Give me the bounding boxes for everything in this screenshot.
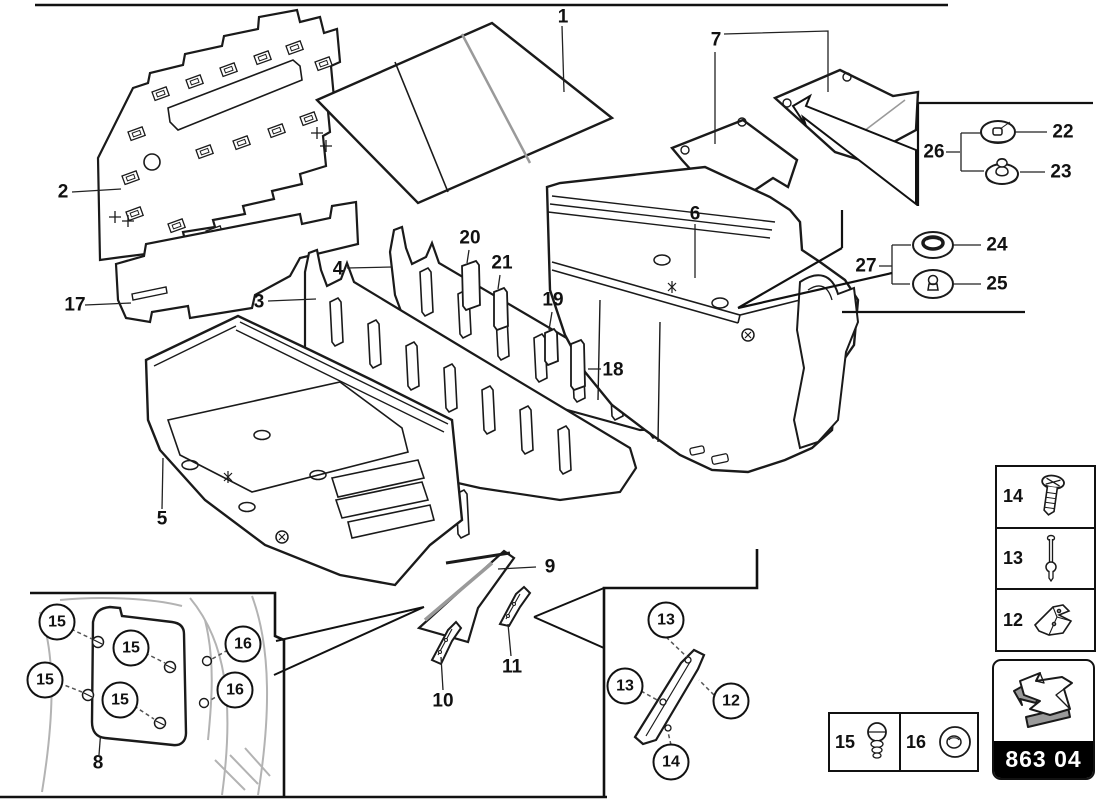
circled-callout-14: 14 [652,743,690,781]
pointer-wedges [273,93,917,676]
callout-19: 19 [542,289,564,311]
callout-6: 6 [689,203,701,225]
callout-22: 22 [1052,121,1074,143]
fastener-24-cap-nut-icon [912,231,954,259]
part-group-code: 863 04 [994,741,1093,778]
callout-11: 11 [501,656,523,678]
callout-25: 25 [986,273,1008,295]
grommet-icon [939,726,971,758]
pan-head-screw-icon [1041,474,1065,516]
callout-1: 1 [557,6,569,28]
fastener-23-pin-grommet-icon [985,158,1019,185]
legend-num-12: 12 [1003,609,1024,630]
legend-num-13: 13 [1003,548,1024,568]
circled-callout-16: 16 [224,625,262,663]
callout-18: 18 [602,359,624,381]
legend-num-14: 14 [1003,486,1024,507]
circled-callout-15: 15 [38,603,76,641]
fastener-legend-right: 14 13 12 [995,465,1096,652]
legend-num-15: 15 [835,731,856,752]
fastener-22-washer-cap-icon [980,120,1016,144]
callout-5: 5 [156,508,168,530]
dashed-leaders [640,636,715,746]
callout-26: 26 [923,141,945,163]
part-5-floor-insulation [144,314,464,587]
callout-21: 21 [491,252,513,274]
callout-24: 24 [986,234,1008,256]
mounting-bracket-icon [1034,604,1073,636]
circled-callout-15: 15 [101,681,139,719]
circled-callout-15: 15 [112,629,150,667]
legend-row-13: 13 [997,529,1094,591]
legend-cell-15: 15 [830,714,902,770]
circled-callout-12: 12 [712,682,750,720]
expanding-rivet-icon [1045,534,1057,582]
part-17-lower-bulkhead-panel [114,200,360,324]
callout-20: 20 [459,227,481,249]
circled-callout-13: 13 [647,601,685,639]
callout-27: 27 [855,255,877,277]
part-1-roof-mat [314,21,615,205]
callout-10: 10 [432,690,454,712]
callout-8: 8 [92,752,104,774]
legend-num-16: 16 [906,731,927,752]
part-11-bracket [498,585,532,628]
part-9-heel-mat [416,549,516,644]
circled-callout-16: 16 [216,671,254,709]
callout-9: 9 [544,556,556,578]
part-2-bulkhead-panel [96,8,342,262]
callout-2: 2 [57,181,69,203]
part-6-tunnel-insulation [545,165,860,474]
leader-lines [71,25,1047,756]
dome-screw-icon [867,722,887,759]
callout-3: 3 [253,291,265,313]
callout-17: 17 [64,294,86,316]
fastener-25-clip-nut-icon [912,269,954,299]
circled-callout-15: 15 [26,661,64,699]
inset-borders [30,549,759,797]
inset-rail-bracket-detail [633,636,715,746]
legend-cell-16: 16 [901,714,982,770]
fastener-legend-bottom: 15 16 [828,712,979,772]
callout-7: 7 [710,29,722,51]
legend-row-14: 14 [997,467,1094,529]
callout-4: 4 [332,258,344,280]
detail-frame-lines [737,101,1093,314]
page-border-lines [0,3,948,799]
direction-arrow-icon [994,661,1093,741]
legend-row-12: 12 [997,590,1094,650]
part-group-badge: 863 04 [992,659,1095,780]
circled-callout-13: 13 [606,667,644,705]
callout-23: 23 [1050,161,1072,183]
trim-strips-18-21 [461,259,586,392]
